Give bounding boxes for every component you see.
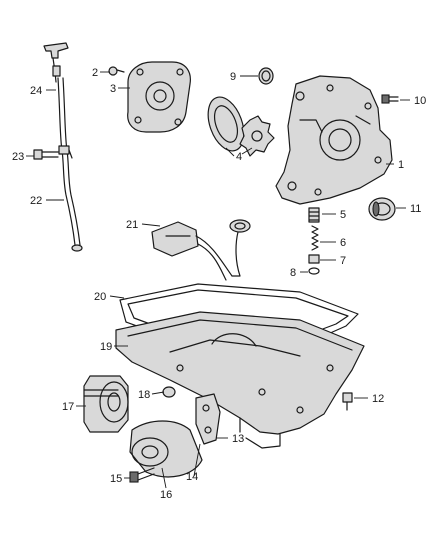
callout-4: 4 [236,151,242,163]
pump-seal [258,67,274,85]
pump-bolt [381,94,399,104]
callout-12: 12 [372,393,384,405]
callout-3: 3 [110,83,116,95]
tube-bolt [33,149,59,160]
callout-10: 10 [414,95,426,107]
dipstick-tube [57,77,83,252]
callout-16: 16 [160,489,172,501]
pump-rotors [207,96,275,157]
crank-seal [368,197,396,221]
callout-13: 13 [232,433,244,445]
pump-cover [127,61,191,133]
callout-7: 7 [340,255,346,267]
callout-20: 20 [94,291,106,303]
oil-pickup [151,219,251,281]
callout-18: 18 [138,389,150,401]
relief-valve [308,207,320,275]
callout-15: 15 [110,473,122,485]
callout-14: 14 [186,471,198,483]
leader-line-4 [225,147,235,157]
callout-11: 11 [410,203,421,215]
callout-8: 8 [290,267,296,279]
pan-plug [162,386,176,398]
callout-1: 1 [398,159,404,171]
callout-23: 23 [12,151,24,163]
oil-pump-body [275,75,393,205]
leader-line-14 [193,443,201,477]
adapter-bolt [129,467,155,483]
callout-17: 17 [62,401,74,413]
callout-21: 21 [126,219,138,231]
filter-adapter [129,420,203,478]
callout-leaders [26,71,410,489]
adapter-bracket [195,393,221,445]
pan-drain-bolt [342,392,353,411]
dipstick [43,42,69,83]
cover-screw [108,66,125,76]
leader-line-16 [161,467,167,489]
callout-22: 22 [30,195,42,207]
oil-pan [115,311,365,449]
callout-9: 9 [230,71,236,83]
callout-5: 5 [340,209,346,221]
leader-line-18 [151,391,165,395]
callout-24: 24 [30,85,42,97]
oil-filter [83,375,129,433]
callout-6: 6 [340,237,346,249]
leader-line-4 [241,147,253,155]
leader-line-20 [109,295,125,299]
callout-2: 2 [92,67,98,79]
callout-19: 19 [100,341,112,353]
leader-line-21 [141,223,161,227]
